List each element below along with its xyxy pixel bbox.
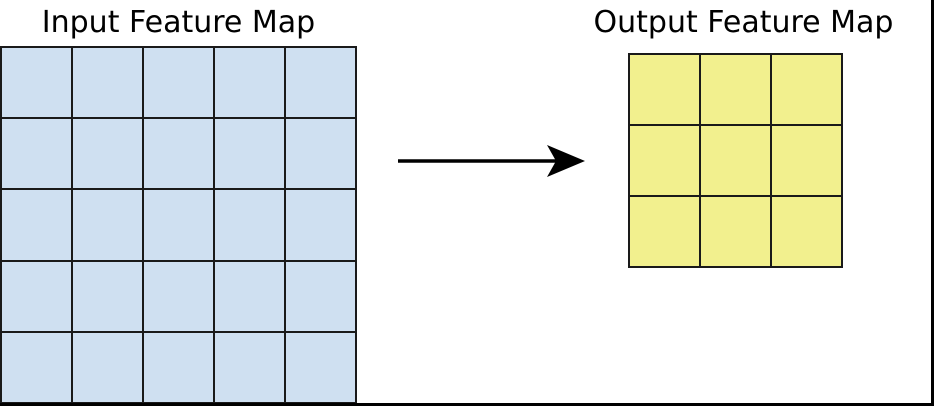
input-grid-cell	[286, 332, 355, 402]
output-feature-map-grid	[628, 53, 843, 268]
input-grid-cell	[2, 261, 71, 331]
output-grid-cell	[701, 55, 770, 124]
output-grid-cell	[772, 55, 841, 124]
output-grid-cell	[701, 197, 770, 266]
input-grid-cell	[215, 119, 284, 189]
output-grid-cell	[772, 126, 841, 195]
figure-right-border	[931, 0, 934, 406]
output-grid-cell	[772, 197, 841, 266]
input-grid-cell	[73, 332, 142, 402]
input-grid-cell	[73, 190, 142, 260]
input-grid-cell	[286, 261, 355, 331]
output-grid-cell	[630, 55, 699, 124]
input-grid-cell	[144, 261, 213, 331]
input-grid-cell	[144, 48, 213, 118]
output-grid-cell	[630, 126, 699, 195]
input-grid-cell	[215, 332, 284, 402]
input-grid-cell	[73, 119, 142, 189]
input-grid-cell	[286, 119, 355, 189]
input-grid-cell	[144, 119, 213, 189]
arrow-right-icon	[398, 145, 585, 177]
input-grid-cell	[286, 190, 355, 260]
input-grid-cell	[2, 190, 71, 260]
output-grid-cell	[630, 197, 699, 266]
input-grid-cell	[215, 190, 284, 260]
input-grid-cell	[215, 261, 284, 331]
figure-bottom-border	[0, 403, 934, 406]
input-grid-cell	[144, 190, 213, 260]
input-grid-cell	[2, 119, 71, 189]
input-grid-cell	[73, 261, 142, 331]
output-grid-cell	[701, 126, 770, 195]
input-grid-cell	[215, 48, 284, 118]
input-feature-map-grid	[0, 46, 357, 404]
output-feature-map-title: Output Feature Map	[593, 5, 894, 40]
input-grid-cell	[2, 332, 71, 402]
input-feature-map-title: Input Feature Map	[41, 5, 316, 40]
input-grid-cell	[286, 48, 355, 118]
input-grid-cell	[73, 48, 142, 118]
input-grid-cell	[2, 48, 71, 118]
input-grid-cell	[144, 332, 213, 402]
